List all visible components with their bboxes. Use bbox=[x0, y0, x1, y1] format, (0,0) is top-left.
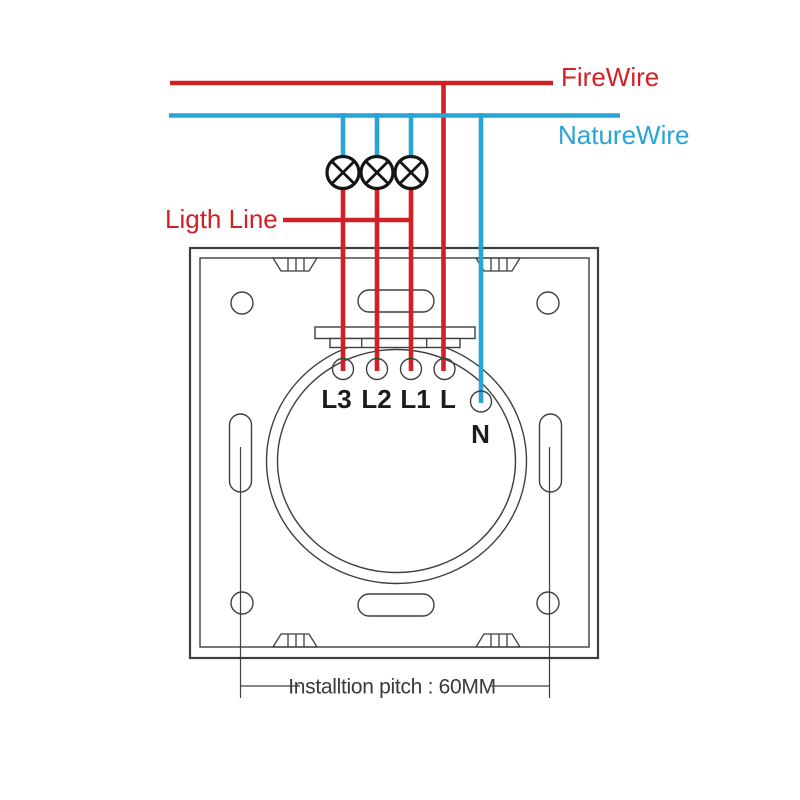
terminal-block-row bbox=[329, 337, 461, 349]
terminal-block-dividers bbox=[361, 338, 428, 348]
terminal-block bbox=[314, 326, 476, 349]
terminal-L2 bbox=[365, 357, 389, 381]
screw-slot-bottom bbox=[357, 593, 435, 617]
lamp-2-icon bbox=[359, 154, 395, 191]
clip-tab-top-left bbox=[271, 257, 319, 272]
lamp-3-icon bbox=[393, 154, 429, 191]
mounting-hole-top-right bbox=[536, 291, 560, 315]
terminals bbox=[331, 357, 493, 413]
switch-plate bbox=[188, 246, 600, 698]
mounting-hole-bottom-left bbox=[230, 591, 254, 615]
dimension-label: Installtion pitch : 60MM bbox=[288, 676, 496, 699]
mounting-hole-bottom-right bbox=[536, 591, 560, 615]
clip-tab-bottom-right bbox=[474, 633, 522, 648]
terminal-N bbox=[469, 390, 493, 413]
terminal-label-N: N bbox=[471, 419, 490, 449]
clip-tab-bottom-left bbox=[271, 633, 319, 648]
terminal-L1 bbox=[399, 357, 423, 381]
mounting-hole-top-left bbox=[230, 291, 254, 315]
touch-module-inner-ring bbox=[276, 348, 517, 574]
lamp-1-icon bbox=[325, 154, 361, 191]
terminal-label-L3: L3 bbox=[321, 384, 351, 414]
terminal-L3 bbox=[331, 357, 355, 381]
screw-slot-top bbox=[357, 289, 435, 313]
terminal-label-L1: L1 bbox=[400, 384, 430, 414]
wiring bbox=[169, 80, 620, 403]
terminal-label-L: L bbox=[440, 384, 456, 414]
light-line-label: Ligth Line bbox=[165, 204, 278, 234]
fire-wire-label: FireWire bbox=[561, 62, 659, 92]
terminal-L bbox=[433, 357, 456, 381]
plate-inner-frame bbox=[199, 257, 590, 648]
screw-slot-right bbox=[538, 413, 563, 493]
terminal-block-top-bar bbox=[314, 326, 476, 340]
terminal-label-L2: L2 bbox=[361, 384, 391, 414]
nature-wire-label: NatureWire bbox=[558, 120, 689, 150]
